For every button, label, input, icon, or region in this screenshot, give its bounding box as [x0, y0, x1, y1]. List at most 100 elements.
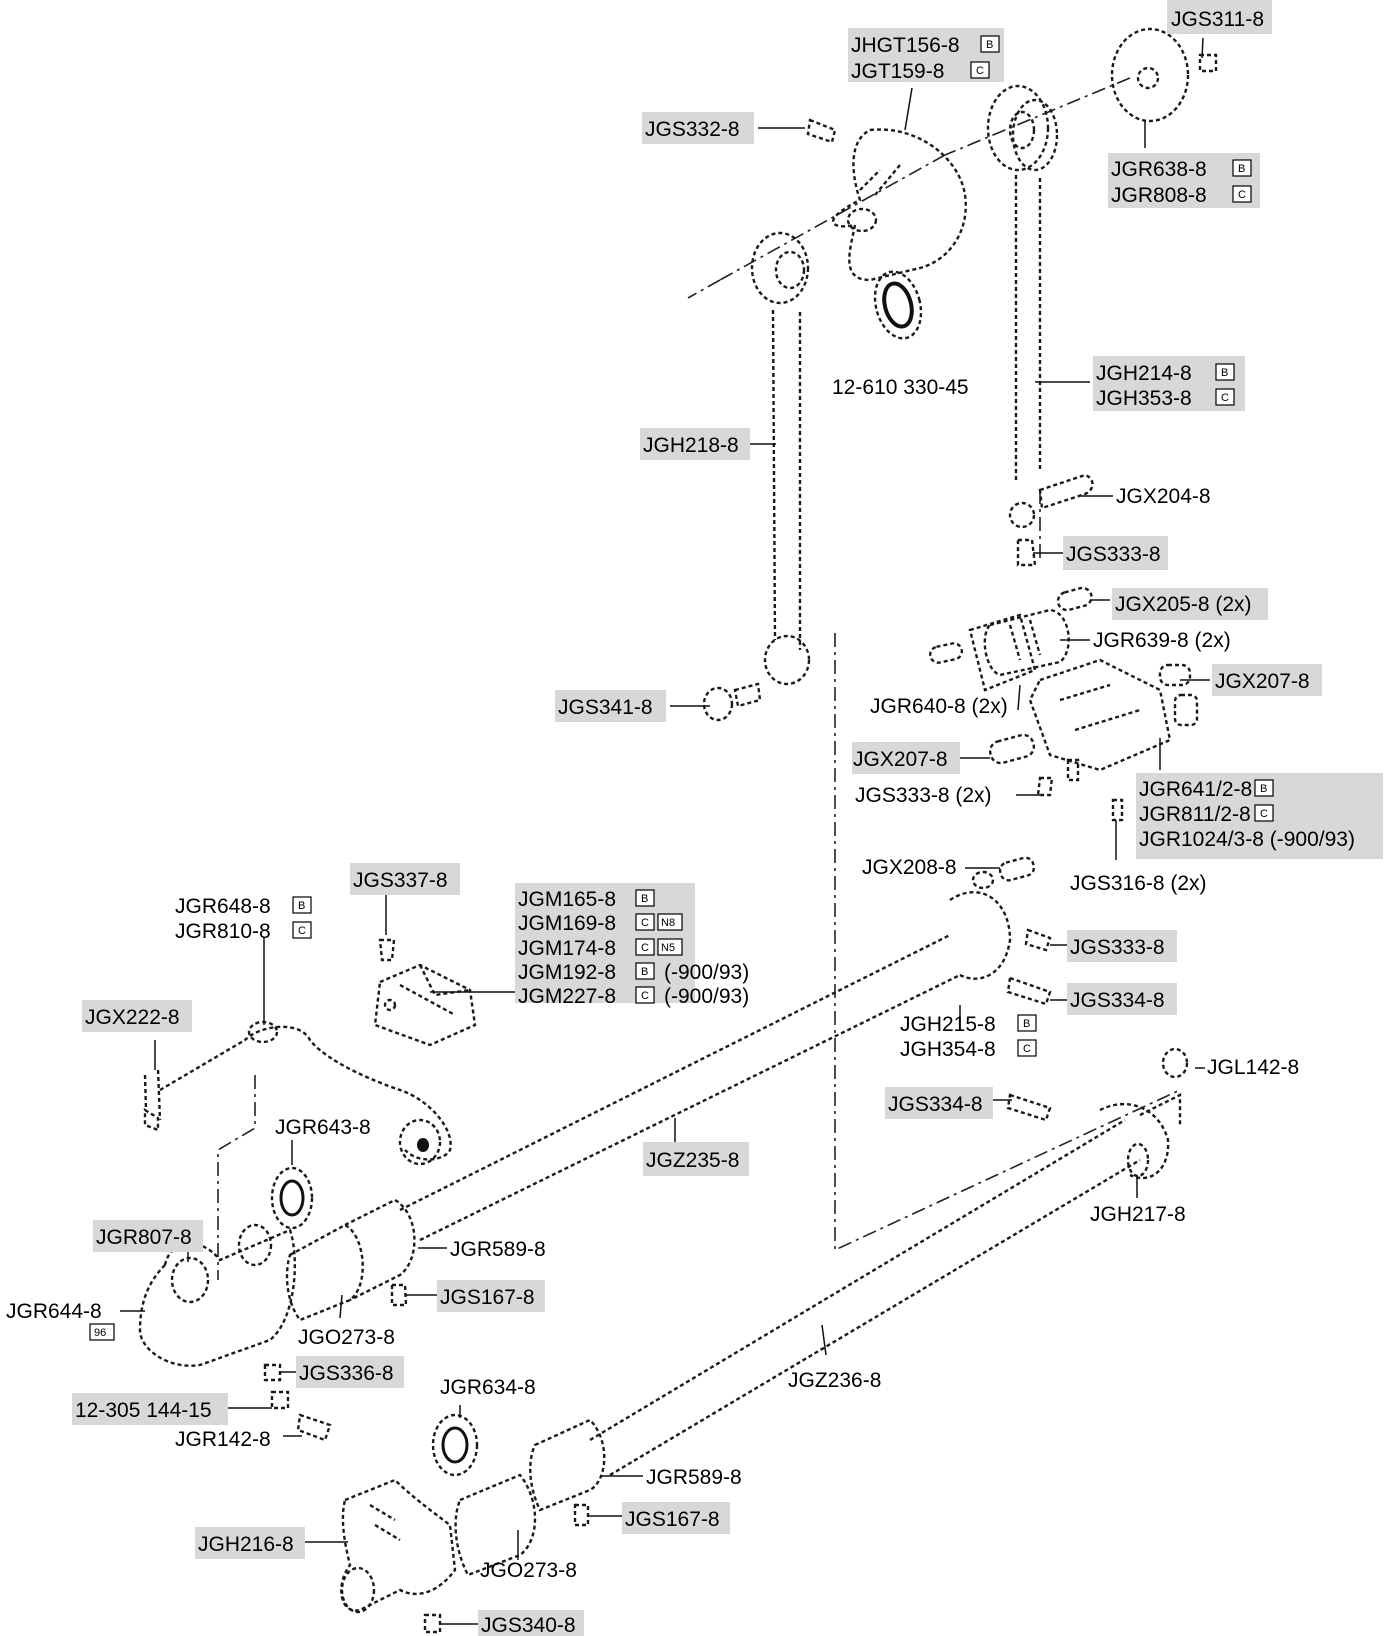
label-jgx207-b: JGX207-8: [853, 748, 948, 771]
rod-jgh218: [763, 309, 811, 686]
badge-c: C: [641, 942, 649, 954]
badge-b: B: [1023, 1018, 1030, 1030]
label-jgr634: JGR634-8: [440, 1376, 536, 1399]
hub-jgh216: [340, 1478, 457, 1614]
label-jgr811: JGR811/2-8: [1139, 803, 1251, 826]
label-jgr644: JGR644-8: [6, 1300, 102, 1323]
badge-b: B: [641, 893, 648, 905]
screw-jgs333-top: [1016, 538, 1037, 567]
label-jgr638: JGR638-8: [1111, 158, 1207, 181]
label-jgx222: JGX222-8: [85, 1006, 180, 1029]
label-jgs341: JGS341-8: [558, 696, 653, 719]
screw-jgr142: [296, 1413, 332, 1442]
badge-c: C: [1221, 392, 1229, 404]
variant-badges: B C B C B C B C B C N8 C N5: [89, 35, 1274, 1341]
label-12-305: 12-305 144-15: [75, 1399, 212, 1422]
label-jgo273-b: JGO273-8: [480, 1559, 577, 1582]
label-jgh217: JGH217-8: [1090, 1203, 1186, 1226]
badge-96: 96: [94, 1327, 106, 1339]
collar-jgo273-b: [454, 1473, 537, 1577]
label-jgh354: JGH354-8: [900, 1038, 996, 1061]
label-jgm174: JGM174-8: [518, 937, 616, 960]
badge-c: C: [976, 65, 984, 77]
screw-jgs340: [423, 1613, 442, 1634]
screw-jgs167-b: [573, 1503, 590, 1527]
label-jgz235: JGZ235-8: [646, 1149, 739, 1172]
label-jgr808: JGR808-8: [1111, 184, 1207, 207]
label-jgr639: JGR639-8 (2x): [1093, 629, 1231, 652]
label-jgm192-range: (-900/93): [664, 961, 749, 984]
label-jgs333-b: JGS333-8 (2x): [855, 784, 992, 807]
label-jgs332: JGS332-8: [645, 118, 740, 141]
label-jgm227: JGM227-8: [518, 985, 616, 1008]
label-jgt159: JGT159-8: [851, 60, 944, 83]
screw-jgs334-right: [1006, 976, 1052, 1006]
label-jhgt156: JHGT156-8: [851, 34, 960, 57]
label-jgh353: JGH353-8: [1096, 387, 1192, 410]
bracket-jgr639: [983, 608, 1070, 677]
lever-jgr648: [159, 1020, 452, 1166]
screw-jgs337: [378, 938, 396, 962]
label-jgr810: JGR810-8: [175, 920, 271, 943]
screw-jgs333-right: [1024, 928, 1052, 952]
badge-c: C: [641, 917, 649, 929]
hub-left-jgr807: [138, 1223, 297, 1367]
screw-jgs336: [263, 1363, 282, 1382]
ring-gear-plate: [1110, 27, 1190, 123]
screw-jgs333-2x: [1036, 776, 1054, 797]
badge-c: C: [298, 925, 306, 937]
axle-tube-jgz236: [589, 1047, 1189, 1477]
labels: JGS311-8 JHGT156-8 JGT159-8 JGS332-8 JGR…: [6, 8, 1355, 1636]
ring-jgr634: [431, 1413, 479, 1477]
label-jgr589-a: JGR589-8: [450, 1238, 546, 1261]
label-jgs340: JGS340-8: [481, 1614, 576, 1636]
label-jgx205: JGX205-8 (2x): [1115, 593, 1252, 616]
badge-c: C: [1238, 189, 1246, 201]
badge-n8: N8: [661, 917, 675, 929]
badge-b: B: [1260, 783, 1267, 795]
screw-jgs316: [1111, 798, 1124, 822]
center-lines: [217, 77, 1181, 1280]
label-jgr648: JGR648-8: [175, 895, 271, 918]
rod-jgh214: [1014, 175, 1042, 480]
label-highlights: [72, 0, 1383, 1636]
label-jgo273-a: JGO273-8: [298, 1326, 395, 1349]
badge-c: C: [1260, 808, 1268, 820]
label-jgs311: JGS311-8: [1171, 8, 1264, 31]
bearing-left: [750, 231, 810, 305]
badge-c: C: [1023, 1043, 1031, 1055]
label-jgm165: JGM165-8: [518, 888, 616, 911]
badge-n5: N5: [661, 942, 675, 954]
label-jgx207-a: JGX207-8: [1215, 670, 1310, 693]
screw-jgs334-lower: [1006, 1093, 1052, 1122]
label-jgm169: JGM169-8: [518, 912, 616, 935]
label-jgx204: JGX204-8: [1116, 485, 1211, 508]
label-jgh215: JGH215-8: [900, 1013, 996, 1036]
label-jgs334-a: JGS334-8: [1070, 989, 1165, 1012]
label-jgr643: JGR643-8: [275, 1116, 371, 1139]
badge-b: B: [1221, 367, 1228, 379]
label-jgr807: JGR807-8: [96, 1226, 192, 1249]
label-jgs316: JGS316-8 (2x): [1070, 872, 1207, 895]
bearing-right: [986, 84, 1059, 172]
pin-jgs332: [806, 118, 837, 144]
label-jgm192: JGM192-8: [518, 961, 616, 984]
bracket-jgr640: [928, 613, 1037, 692]
differential-carrier: [831, 128, 967, 282]
axle-tube-jgz235: [399, 856, 1036, 1242]
label-jgz236: JGZ236-8: [788, 1369, 881, 1392]
label-jgs336: JGS336-8: [299, 1362, 394, 1385]
label-jgl142: JGL142-8: [1207, 1056, 1299, 1079]
label-jgr641: JGR641/2-8: [1139, 778, 1252, 801]
badge-c: C: [641, 990, 649, 1002]
housing-jgr641: [1028, 658, 1199, 782]
pin-jgx207-left: [988, 733, 1036, 765]
label-jgr142: JGR142-8: [175, 1428, 271, 1451]
badge-b: B: [1238, 163, 1245, 175]
label-jgs334-b: JGS334-8: [888, 1093, 983, 1116]
label-12-610: 12-610 330-45: [832, 376, 969, 399]
label-jgh214: JGH214-8: [1096, 362, 1192, 385]
label-jgs167-b: JGS167-8: [625, 1508, 720, 1531]
ring-jgr643: [270, 1166, 314, 1230]
label-jgs167-a: JGS167-8: [440, 1286, 535, 1309]
